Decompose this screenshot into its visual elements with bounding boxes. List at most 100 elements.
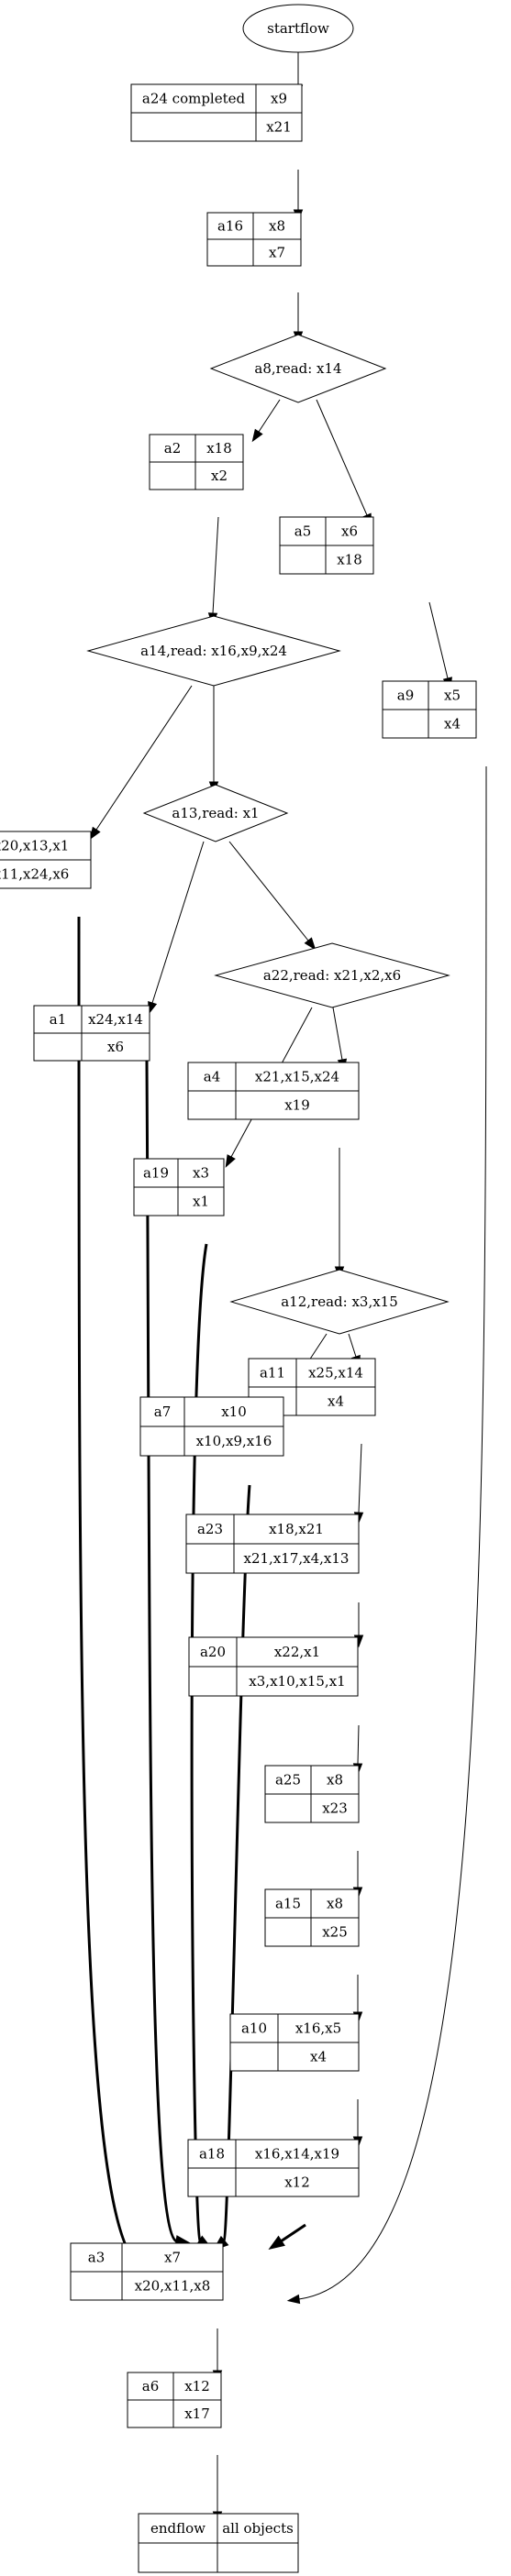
arrowhead bbox=[89, 826, 101, 841]
task-bottom-value: x18 bbox=[337, 552, 362, 568]
edge-a18-to-a3 bbox=[268, 2223, 306, 2251]
decision-label: a8,read: x14 bbox=[254, 360, 341, 377]
edge-line bbox=[145, 1060, 178, 2243]
task-bottom-value: x4 bbox=[444, 716, 461, 732]
edge-line bbox=[258, 399, 281, 433]
edge-a8-to-a5 bbox=[316, 399, 372, 527]
start-ellipse bbox=[242, 4, 354, 53]
task-bottom-value: x17 bbox=[184, 2405, 210, 2422]
task-top-value: x10 bbox=[221, 1404, 247, 1420]
task-top-value: x8 bbox=[327, 1772, 343, 1789]
edge-a9-to-a3 bbox=[286, 765, 487, 2305]
arrowhead bbox=[268, 2235, 285, 2251]
task-bottom-value: x4 bbox=[310, 2049, 327, 2065]
decision-diamond bbox=[209, 334, 387, 403]
edge-line bbox=[222, 1484, 251, 2243]
edge-a22-to-a4 bbox=[332, 1007, 348, 1073]
task-label: a24 completed bbox=[142, 91, 246, 107]
task-top-value: x16,x14,x19 bbox=[255, 2146, 339, 2163]
task-label: a6 bbox=[142, 2378, 160, 2394]
decision-diamond bbox=[229, 1269, 450, 1335]
start-node: startflow bbox=[242, 4, 354, 53]
edge-a2-to-a14 bbox=[207, 516, 219, 626]
task-label: a20 bbox=[200, 1644, 226, 1660]
edge-a8-to-a2 bbox=[251, 399, 281, 443]
task-top-value: x12 bbox=[184, 2378, 210, 2394]
edge-a19-to-a3 bbox=[190, 1243, 213, 2250]
task-top-value: x16,x5 bbox=[295, 2020, 341, 2037]
decision-a14: a14,read: x16,x9,x24 bbox=[86, 615, 341, 687]
task-bottom-value: x12 bbox=[284, 2174, 310, 2191]
decision-label: a14,read: x16,x9,x24 bbox=[140, 643, 287, 659]
task-top-value: x3 bbox=[193, 1165, 209, 1182]
end-node: endflow all objects bbox=[138, 2513, 299, 2573]
edge-a7-to-a3 bbox=[212, 1484, 251, 2251]
task-label: a23 bbox=[197, 1521, 223, 1537]
edge-a14-to-a17 bbox=[89, 685, 193, 841]
task-top-value: x8 bbox=[327, 1896, 343, 1912]
task-bottom-value: x10,x9,x16 bbox=[196, 1433, 272, 1449]
task-a6: a6 x12 x17 bbox=[127, 2372, 222, 2428]
task-label: a19 bbox=[143, 1165, 169, 1182]
task-bottom-value: x3,x10,x15,x1 bbox=[249, 1673, 345, 1690]
edge-line bbox=[428, 601, 449, 679]
task-top-value: x22,x1 bbox=[274, 1644, 320, 1660]
task-label: a11 bbox=[260, 1365, 285, 1382]
task-top-value: x18 bbox=[206, 440, 232, 457]
task-label: a3 bbox=[88, 2250, 106, 2266]
task-label: a5 bbox=[294, 523, 312, 540]
start-label: startflow bbox=[267, 20, 329, 37]
task-bottom-value: x11,x24,x6 bbox=[0, 866, 69, 883]
task-bottom-value: x1 bbox=[193, 1194, 209, 1210]
edge-a13-to-a1 bbox=[148, 841, 205, 1015]
task-a7: a7 x10 x10,x9,x16 bbox=[139, 1396, 284, 1457]
task-top-value: x8 bbox=[269, 218, 285, 235]
edge-line bbox=[77, 916, 142, 2268]
task-a5: a5 x6 x18 bbox=[279, 516, 374, 575]
task-bottom-value: x21 bbox=[266, 119, 292, 136]
decision-diamond bbox=[142, 784, 289, 842]
task-top-value: x9 bbox=[271, 91, 287, 107]
task-label: a7 bbox=[154, 1404, 172, 1420]
edge-line bbox=[298, 765, 487, 2300]
task-label: a15 bbox=[275, 1896, 301, 1912]
task-label: a18 bbox=[199, 2146, 225, 2163]
edge-line bbox=[95, 685, 193, 831]
task-label: a25 bbox=[275, 1772, 301, 1789]
decision-diamond bbox=[214, 942, 450, 1008]
edge-a6-to-end bbox=[212, 2455, 223, 2525]
task-bottom-value: x19 bbox=[284, 1097, 310, 1114]
task-label: a10 bbox=[241, 2020, 267, 2037]
end-value: all objects bbox=[222, 2520, 294, 2537]
edges-layer bbox=[77, 52, 487, 2525]
decision-a8: a8,read: x14 bbox=[209, 334, 387, 403]
task-label: a2 bbox=[164, 440, 182, 457]
task-a24: a24 completed x9 x21 bbox=[130, 83, 303, 142]
task-label: a4 bbox=[204, 1069, 221, 1085]
arrowhead bbox=[286, 2294, 301, 2305]
edge-a11-to-a23 bbox=[353, 1443, 364, 1525]
edge-a14-to-a13 bbox=[208, 686, 219, 795]
decision-a13: a13,read: x1 bbox=[142, 784, 289, 842]
task-a20: a20 x22,x1 x3,x10,x15,x1 bbox=[188, 1636, 359, 1697]
arrowhead bbox=[225, 1154, 236, 1168]
edge-a5-to-a9 bbox=[428, 601, 452, 691]
arrowhead bbox=[304, 937, 317, 951]
task-bottom-value: x4 bbox=[328, 1393, 344, 1410]
task-top-value: x6 bbox=[341, 523, 358, 540]
end-label: endflow bbox=[150, 2520, 206, 2537]
edge-line bbox=[228, 841, 309, 941]
edge-line bbox=[212, 516, 219, 614]
edge-line bbox=[358, 1443, 362, 1514]
task-a18: a18 x16,x14,x19 x12 bbox=[187, 2139, 360, 2197]
nodes-layer: startflow a8,read: x14 a14,read: x16,x9,x2… bbox=[0, 4, 477, 2573]
edge-a1-to-a3 bbox=[145, 1060, 193, 2248]
task-bottom-value: x7 bbox=[269, 245, 285, 261]
